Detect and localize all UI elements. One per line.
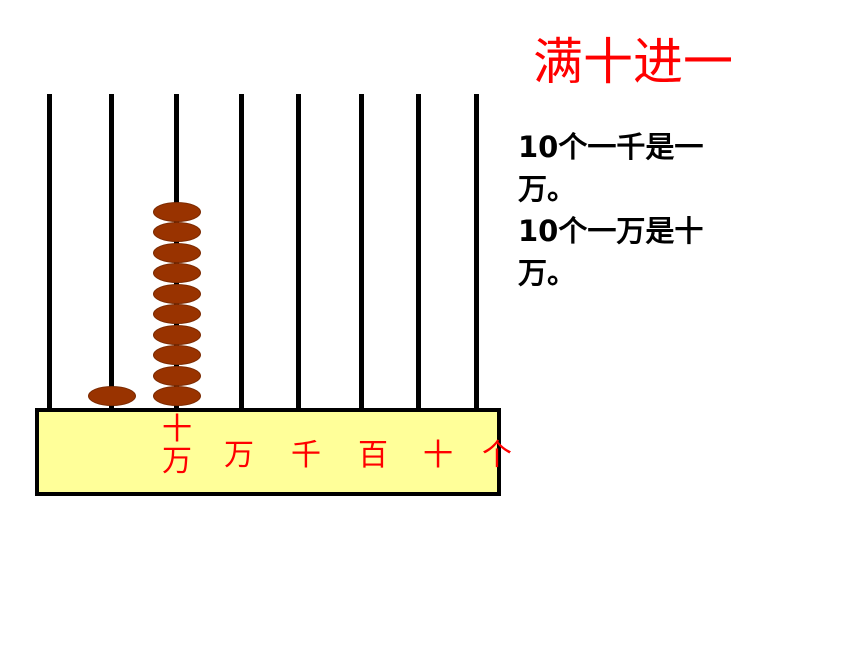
abacus-rod xyxy=(109,94,114,410)
place-label-thousands: 千 xyxy=(291,438,321,473)
abacus-rod-ones xyxy=(474,94,479,410)
abacus-bead xyxy=(152,222,201,242)
place-label-hundreds: 百 xyxy=(358,438,388,473)
abacus-bead xyxy=(152,263,201,283)
abacus-bead xyxy=(152,386,201,406)
abacus-bead xyxy=(152,283,201,304)
abacus-rod xyxy=(47,94,52,410)
place-label-ones: 个 xyxy=(482,438,512,473)
abacus-rod-tens xyxy=(416,94,421,410)
abacus-bead xyxy=(152,201,201,222)
abacus-rod-thousands xyxy=(296,94,301,410)
abacus-bead xyxy=(152,242,201,263)
abacus-bead xyxy=(152,304,201,324)
place-label-ten-thousands: 万 xyxy=(224,438,254,473)
abacus-bead xyxy=(87,386,136,406)
fact-text: 10个一千是一万。 xyxy=(518,130,704,206)
page-title: 满十进一 xyxy=(533,33,733,91)
abacus-rod-ten-thousands xyxy=(239,94,244,410)
abacus-bead xyxy=(152,365,201,386)
abacus-bead xyxy=(152,345,201,365)
place-label-tens: 十 xyxy=(423,438,453,473)
fact-text: 10个一万是十万。 xyxy=(518,214,704,290)
place-label-hundred-thousands: 十万 xyxy=(162,412,192,479)
abacus-bead xyxy=(152,324,201,345)
abacus-rod-hundreds xyxy=(359,94,364,410)
abacus-base xyxy=(35,408,501,496)
